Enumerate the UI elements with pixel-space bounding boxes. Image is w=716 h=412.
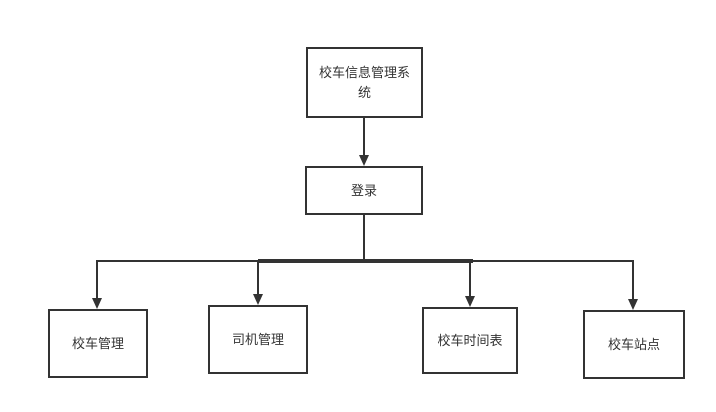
arrowhead-down-icon: [628, 299, 638, 310]
arrowhead-down-icon: [359, 155, 369, 166]
node-bus-timetable: 校车时间表: [422, 307, 518, 374]
node-bus-timetable-label: 校车时间表: [437, 332, 503, 348]
connector-root-login: [363, 118, 365, 155]
arrowhead-down-icon: [92, 298, 102, 309]
connector-login-trunk: [363, 215, 365, 261]
node-root-label: 校车信息管理系统: [318, 64, 410, 100]
node-bus-management-label: 校车管理: [71, 335, 124, 351]
node-driver-management: 司机管理: [208, 305, 308, 374]
node-bus-stations: 校车站点: [583, 310, 685, 379]
connector-login-bus-stations: [632, 261, 634, 299]
connector-login-bus-timetable: [469, 262, 471, 296]
node-root: 校车信息管理系统: [306, 47, 423, 118]
arrowhead-down-icon: [253, 294, 263, 305]
node-bus-management: 校车管理: [48, 309, 148, 378]
node-bus-stations-label: 校车站点: [607, 336, 660, 352]
node-driver-management-label: 司机管理: [231, 331, 284, 347]
node-login: 登录: [305, 166, 423, 215]
connector-horizontal-bus-overlap: [258, 259, 473, 263]
connector-login-driver-management: [257, 262, 259, 294]
arrowhead-down-icon: [465, 296, 475, 307]
node-login-label: 登录: [350, 182, 377, 198]
connector-login-bus-management: [96, 261, 98, 298]
